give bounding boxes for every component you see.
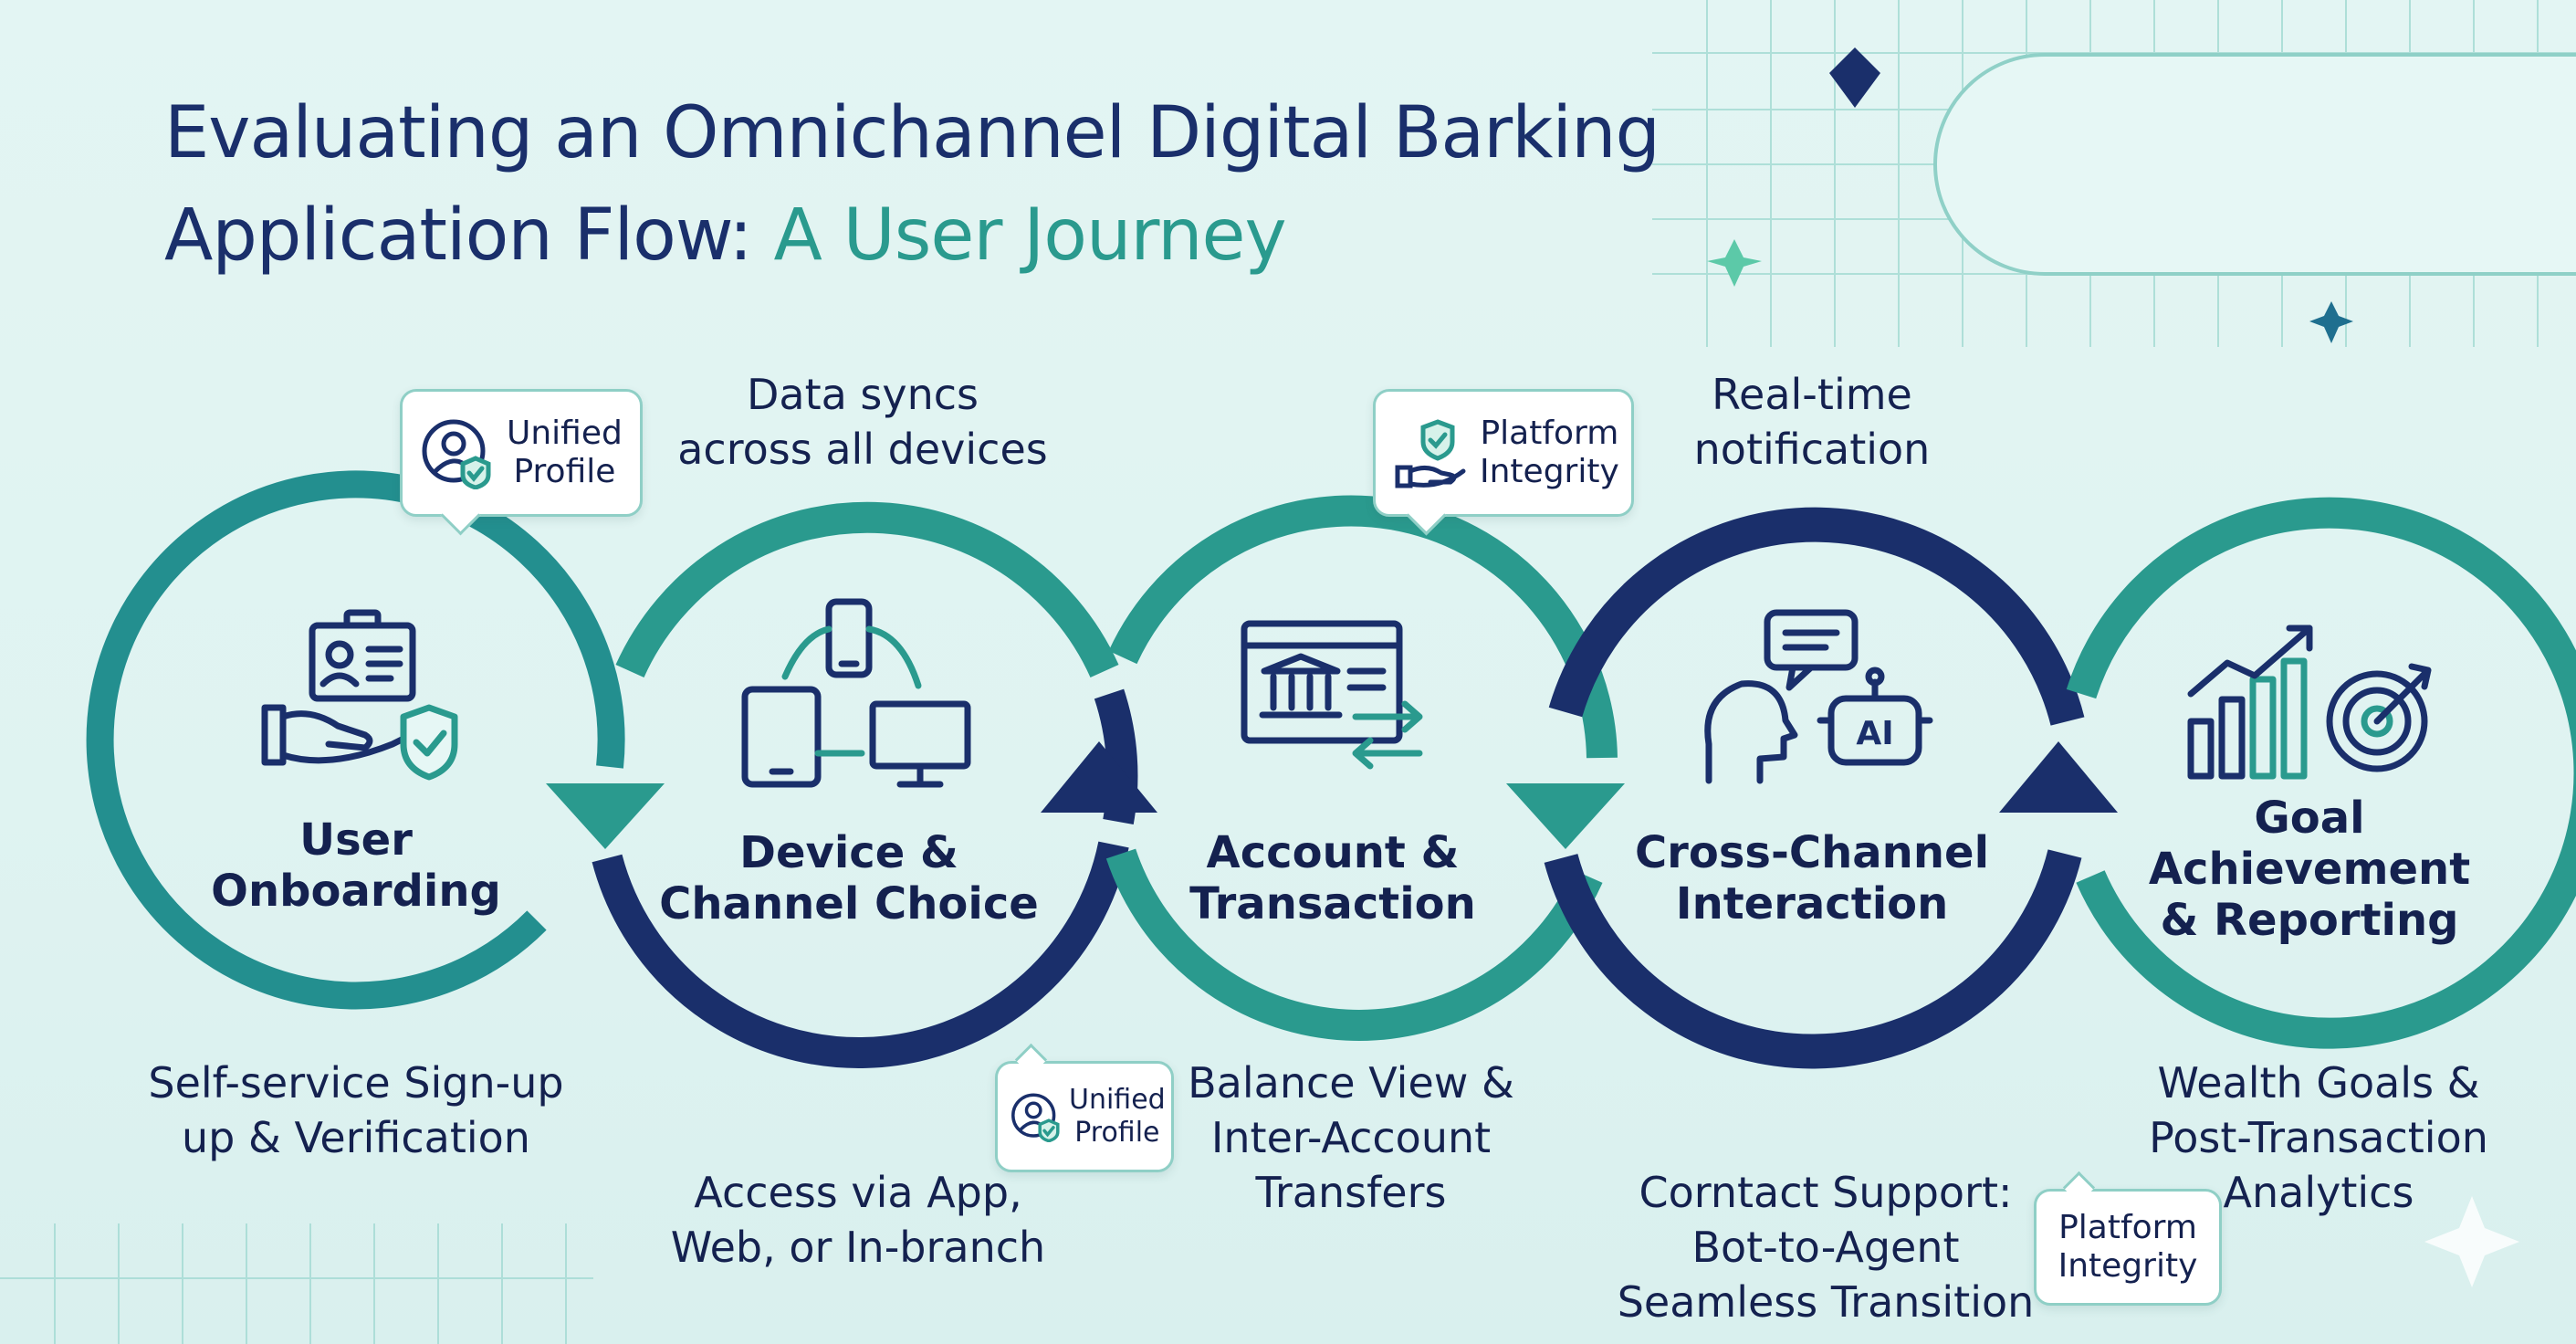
callout-text: Platform Integrity [1480, 415, 1619, 490]
multi-device-icon [741, 598, 971, 788]
ring-cross-channel [1544, 507, 2085, 1069]
growth-chart-target-icon [2187, 625, 2432, 780]
arrow-up-2 [1041, 741, 1157, 813]
caption-device-channel: Access via App, Web, or In-branch [670, 1168, 1046, 1272]
human-ai-chat-icon: AI [1704, 609, 1933, 784]
note-data-syncs: Data syncs across all devices [677, 370, 1048, 474]
title-accent: A User Journey [773, 194, 1286, 277]
caption-user-onboarding: Self-service Sign-up up & Verification [148, 1058, 564, 1162]
user-shield-icon [1011, 1093, 1060, 1142]
callout-text: Unified Profile [507, 415, 623, 490]
step-title-goal-reporting: Goal Achievement & Reporting [2148, 793, 2471, 946]
step-title-cross-channel: Cross-Channel Interaction [1634, 827, 1990, 929]
callout-text: Platform Integrity [2058, 1209, 2198, 1285]
title-line2: Application Flow: [164, 194, 774, 277]
callout-unified-profile-1: Unified Profile [400, 389, 643, 536]
bank-transfer-icon [1241, 620, 1423, 770]
step-title-account-transaction: Account & Transaction [1189, 827, 1476, 929]
id-card-hand-shield-icon [261, 609, 458, 781]
svg-text:AI: AI [1856, 715, 1893, 752]
arrow-down-3 [1506, 783, 1625, 849]
note-real-time: Real-time notification [1693, 370, 1931, 474]
step-title-device-channel: Device & Channel Choice [659, 827, 1039, 929]
arrow-down-1 [546, 783, 665, 849]
ring-user-onboarding [86, 470, 625, 1010]
callout-platform-integrity-2: Platform Integrity [2034, 1171, 2222, 1306]
user-shield-icon [422, 419, 491, 489]
caption-goal-reporting: Wealth Goals & Post-Transaction Analytic… [2149, 1058, 2488, 1217]
callout-platform-integrity-1: Platform Integrity [1373, 389, 1634, 536]
step-title-user-onboarding: User Onboarding [211, 814, 501, 917]
page-title: Evaluating an Omnichannel Digital Barkin… [164, 82, 1660, 287]
ring-goal-reporting [2066, 497, 2576, 1049]
caption-cross-channel: Corntact Support: Bot-to-Agent Seamless … [1617, 1168, 2035, 1327]
shield-hand-icon [1395, 419, 1466, 488]
title-line1: Evaluating an Omnichannel Digital Barkin… [164, 92, 1660, 174]
arrow-up-4 [1999, 741, 2118, 813]
callout-text: Unified Profile [1069, 1084, 1166, 1149]
caption-account-transaction: Balance View & Inter-Account Transfers [1188, 1058, 1514, 1217]
callout-unified-profile-2: Unified Profile [995, 1043, 1174, 1172]
